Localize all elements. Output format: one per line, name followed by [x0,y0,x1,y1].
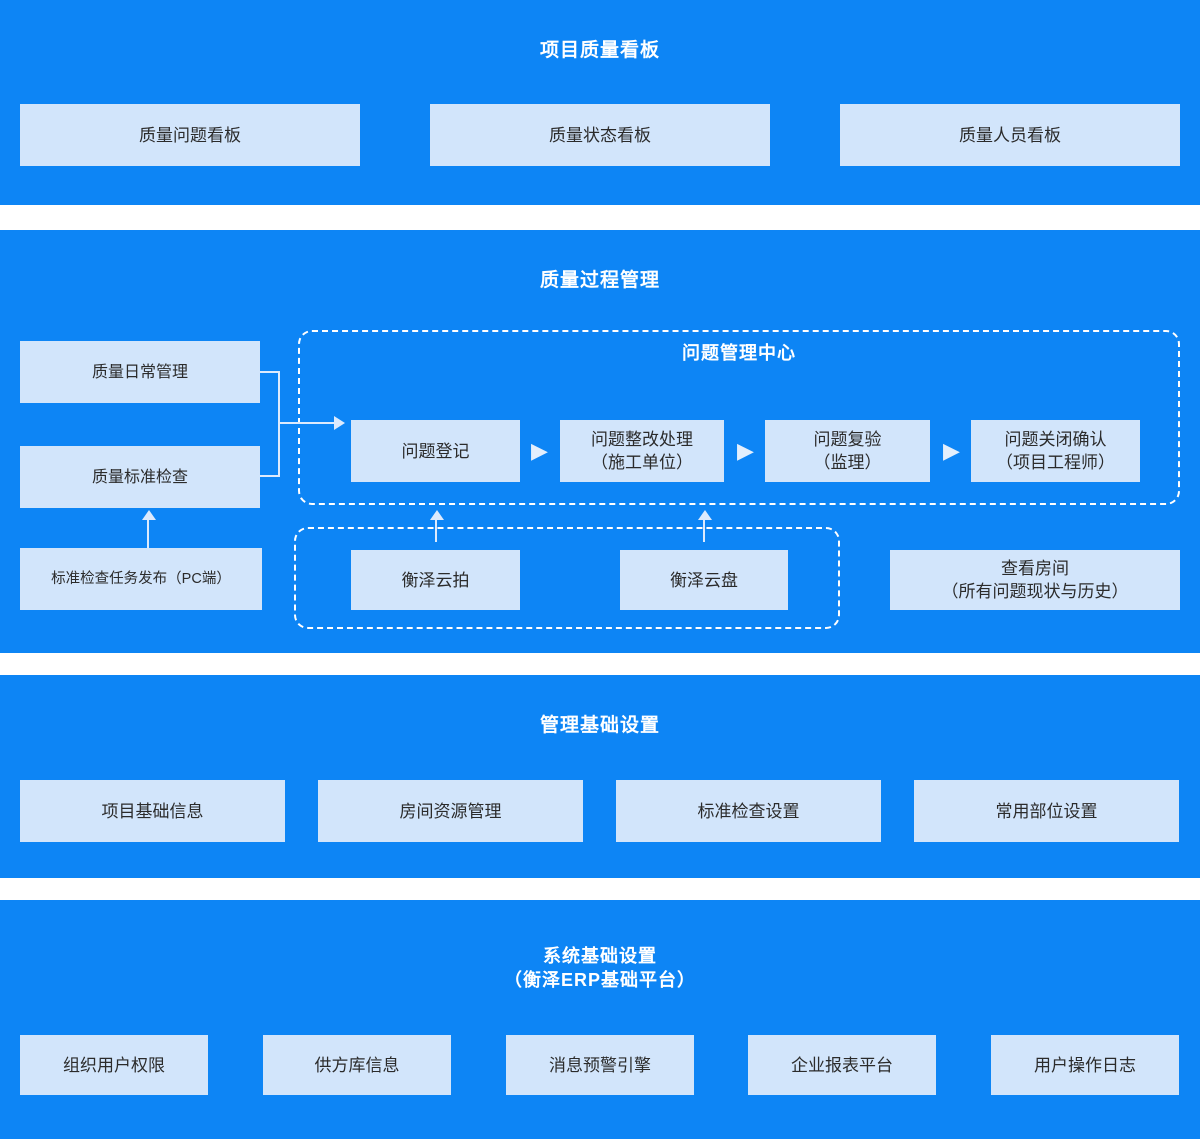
connector-cloudphoto-up-arrow [430,510,444,520]
connector-task-to-inspection-line [147,518,149,548]
section-process: 质量过程管理 问题管理中心 质量日常管理 质量标准检查 标准检查任务发布（PC端… [0,230,1200,653]
card-enterprise-report-platform[interactable]: 企业报表平台 [748,1035,936,1095]
card-issue-register[interactable]: 问题登记 [351,420,520,482]
card-hengze-cloud-photo[interactable]: 衡泽云拍 [351,550,520,610]
connector-bracket-bottom [260,475,280,477]
step-arrow-icon-3: ▶ [943,439,960,464]
connector-cloudphoto-up-line [435,518,437,542]
section-manage: 管理基础设置 项目基础信息 房间资源管理 标准检查设置 常用部位设置 [0,675,1200,878]
cloud-tools-group [294,527,840,629]
card-standard-inspection-settings[interactable]: 标准检查设置 [616,780,881,842]
card-daily-quality-management[interactable]: 质量日常管理 [20,341,260,403]
card-quality-personnel-board[interactable]: 质量人员看板 [840,104,1180,166]
connector-clouddisk-up-arrow [698,510,712,520]
connector-bracket-top [260,371,280,373]
section-manage-title: 管理基础设置 [539,715,660,736]
card-user-operation-log[interactable]: 用户操作日志 [991,1035,1179,1095]
card-quality-standard-inspection[interactable]: 质量标准检查 [20,446,260,508]
step-arrow-icon-1: ▶ [531,439,548,464]
card-supplier-library-info[interactable]: 供方库信息 [263,1035,451,1095]
card-project-basic-info[interactable]: 项目基础信息 [20,780,285,842]
step-arrow-icon-2: ▶ [737,439,754,464]
card-room-resource-management[interactable]: 房间资源管理 [318,780,583,842]
card-issue-close-confirm[interactable]: 问题关闭确认 （项目工程师） [971,420,1140,482]
card-view-room[interactable]: 查看房间 （所有问题现状与历史） [890,550,1180,610]
issue-center-title: 问题管理中心 [682,343,796,363]
section-kanban: 项目质量看板 质量问题看板 质量状态看板 质量人员看板 [0,0,1200,205]
connector-task-to-inspection-arrow [142,510,156,520]
card-quality-status-board[interactable]: 质量状态看板 [430,104,770,166]
card-org-user-permissions[interactable]: 组织用户权限 [20,1035,208,1095]
card-issue-reinspection[interactable]: 问题复验 （监理） [765,420,930,482]
issue-center-group [298,330,1180,505]
card-issue-rectification[interactable]: 问题整改处理 （施工单位） [560,420,724,482]
card-standard-inspection-task-publish[interactable]: 标准检查任务发布（PC端） [20,548,262,610]
card-hengze-cloud-disk[interactable]: 衡泽云盘 [620,550,788,610]
section-kanban-title: 项目质量看板 [539,40,660,61]
section-system-title: 系统基础设置 （衡泽ERP基础平台） [503,946,696,990]
connector-bracket-to-arrow [278,422,334,424]
section-process-title: 质量过程管理 [539,270,660,291]
card-common-position-settings[interactable]: 常用部位设置 [914,780,1179,842]
connector-clouddisk-up-line [703,518,705,542]
connector-arrow-to-issue-register [334,416,345,430]
card-quality-issue-board[interactable]: 质量问题看板 [20,104,360,166]
section-system: 系统基础设置 （衡泽ERP基础平台） 组织用户权限 供方库信息 消息预警引擎 企… [0,900,1200,1139]
card-message-alert-engine[interactable]: 消息预警引擎 [506,1035,694,1095]
